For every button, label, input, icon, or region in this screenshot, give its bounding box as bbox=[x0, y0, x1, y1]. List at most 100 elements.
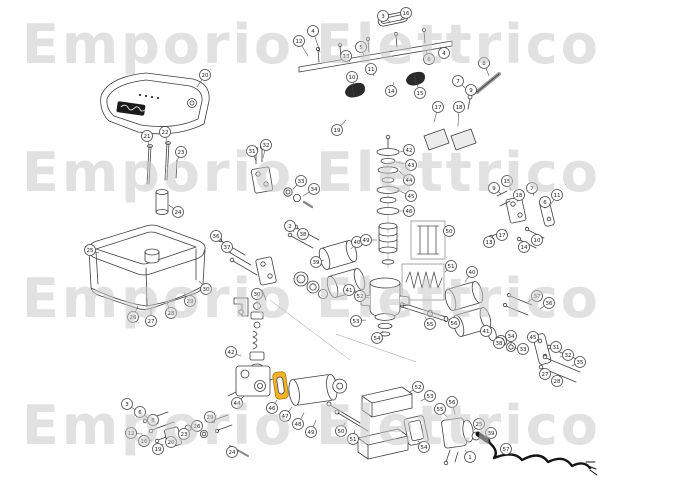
svg-text:1: 1 bbox=[468, 455, 472, 461]
svg-text:38: 38 bbox=[300, 232, 307, 238]
power-cord bbox=[475, 431, 598, 476]
svg-text:12: 12 bbox=[296, 39, 303, 45]
part-callout: 15 bbox=[501, 175, 513, 191]
part-callout: 36 bbox=[539, 297, 555, 310]
brand-label bbox=[116, 101, 146, 116]
part-callout: 31 bbox=[550, 341, 562, 353]
part-callout: 28 bbox=[165, 302, 177, 319]
cylinders-left bbox=[293, 240, 366, 299]
part-callout: 47 bbox=[279, 406, 293, 422]
part-callout: 57 bbox=[500, 443, 513, 456]
part-callout: 12 bbox=[293, 35, 309, 57]
svg-text:40: 40 bbox=[354, 240, 361, 246]
part-callout: 32 bbox=[559, 349, 574, 361]
part-callout: 29 bbox=[204, 411, 216, 423]
part-callout: 14 bbox=[385, 81, 397, 97]
svg-text:27: 27 bbox=[148, 319, 155, 325]
svg-text:46: 46 bbox=[269, 406, 276, 412]
svg-text:6: 6 bbox=[427, 57, 431, 63]
part-callout: 14 bbox=[518, 240, 530, 253]
svg-text:7: 7 bbox=[530, 186, 534, 192]
part-callout: 16 bbox=[138, 435, 153, 447]
svg-text:20: 20 bbox=[202, 73, 209, 79]
svg-text:16: 16 bbox=[141, 439, 148, 445]
svg-text:39: 39 bbox=[488, 431, 495, 437]
svg-text:31: 31 bbox=[553, 345, 560, 351]
svg-text:23: 23 bbox=[178, 150, 185, 156]
part-callout: 46 bbox=[266, 399, 278, 414]
part-callout: 55 bbox=[434, 403, 448, 418]
svg-text:42: 42 bbox=[228, 350, 235, 356]
gasket-plate bbox=[403, 415, 429, 446]
cover-lid bbox=[100, 72, 210, 135]
flag-plates bbox=[423, 128, 477, 151]
svg-text:6: 6 bbox=[543, 200, 547, 206]
svg-text:57: 57 bbox=[503, 447, 510, 453]
svg-text:28: 28 bbox=[168, 311, 175, 317]
svg-text:52: 52 bbox=[415, 385, 422, 391]
svg-text:51: 51 bbox=[350, 437, 357, 443]
highlight-gasket bbox=[272, 371, 289, 400]
svg-text:47: 47 bbox=[282, 414, 289, 420]
long-bolts bbox=[326, 401, 369, 432]
cover-box-1 bbox=[361, 386, 413, 418]
part-callout: 24 bbox=[168, 204, 184, 218]
part-callout: 6 bbox=[539, 196, 551, 208]
part-callout: 4 bbox=[307, 25, 321, 53]
part-callout: 30 bbox=[198, 280, 212, 295]
part-callout: 10 bbox=[531, 234, 543, 246]
svg-text:34: 34 bbox=[311, 187, 318, 193]
part-callout: 4 bbox=[438, 46, 450, 59]
svg-text:54: 54 bbox=[374, 336, 381, 342]
svg-text:8: 8 bbox=[482, 61, 486, 67]
svg-text:32: 32 bbox=[263, 143, 270, 149]
part-callout: 3 bbox=[377, 10, 391, 23]
part-callout: 5 bbox=[355, 41, 367, 57]
top-bracket-bar bbox=[298, 11, 501, 110]
part-callout: 28 bbox=[551, 375, 563, 387]
part-callout: 2 bbox=[284, 220, 296, 233]
svg-text:39: 39 bbox=[313, 260, 320, 266]
svg-text:3: 3 bbox=[381, 14, 385, 20]
part-callout: 7 bbox=[526, 182, 538, 197]
svg-text:30: 30 bbox=[254, 292, 261, 298]
part-callout: 38 bbox=[493, 337, 505, 349]
svg-text:32: 32 bbox=[565, 353, 572, 359]
part-callout: 42 bbox=[399, 144, 415, 156]
cover-box-2 bbox=[357, 428, 409, 460]
cylinders-right bbox=[444, 281, 516, 352]
svg-text:52: 52 bbox=[357, 294, 364, 300]
part-callout: 6 bbox=[134, 406, 149, 419]
small-cylinder bbox=[155, 189, 169, 215]
svg-text:49: 49 bbox=[363, 238, 370, 244]
svg-text:26: 26 bbox=[130, 315, 137, 321]
part-callout: 49 bbox=[305, 419, 317, 438]
valve-stack bbox=[249, 302, 265, 369]
svg-text:4: 4 bbox=[311, 29, 315, 35]
l-bracket bbox=[233, 297, 249, 317]
svg-text:38: 38 bbox=[496, 341, 503, 347]
valve-bracket-upper bbox=[250, 144, 314, 209]
tank-fitting bbox=[144, 248, 160, 264]
svg-text:56: 56 bbox=[449, 400, 456, 406]
svg-text:35: 35 bbox=[577, 360, 584, 366]
part-callout: 46 bbox=[399, 205, 415, 217]
svg-text:2: 2 bbox=[288, 224, 292, 230]
part-callout: 12 bbox=[125, 427, 143, 439]
part-callout: 45 bbox=[396, 189, 417, 202]
svg-text:56: 56 bbox=[451, 321, 458, 327]
part-callout: 25 bbox=[84, 244, 100, 256]
part-callout: 20 bbox=[165, 436, 177, 448]
part-callout: 49 bbox=[360, 234, 378, 246]
part-callout: 25 bbox=[473, 418, 485, 431]
part-callout: 34 bbox=[505, 330, 517, 345]
svg-text:8: 8 bbox=[151, 418, 155, 424]
part-callout: 13 bbox=[340, 50, 352, 63]
part-callout: 53 bbox=[350, 315, 367, 327]
svg-text:29: 29 bbox=[187, 299, 194, 305]
svg-text:51: 51 bbox=[448, 264, 455, 270]
svg-text:26: 26 bbox=[194, 424, 201, 430]
svg-text:15: 15 bbox=[504, 179, 511, 185]
part-callout: 24 bbox=[226, 446, 238, 458]
